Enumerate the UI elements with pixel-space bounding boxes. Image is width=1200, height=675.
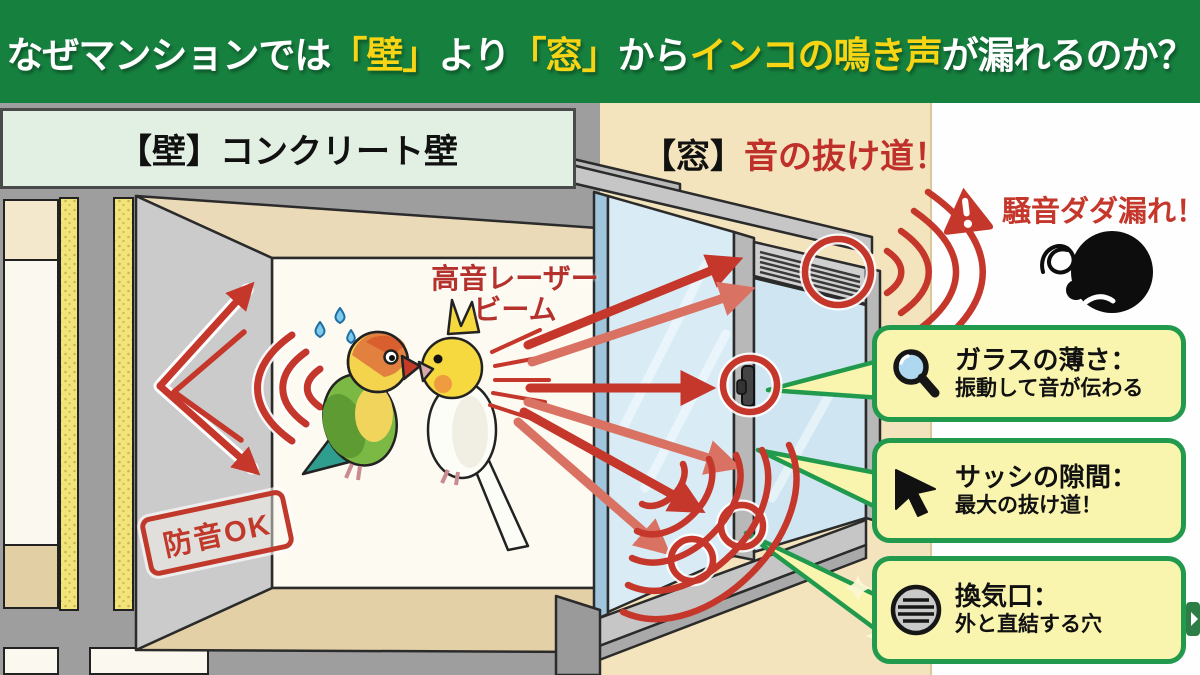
- callout-air-vent: 換気口： 外と直結する穴: [872, 556, 1186, 664]
- wall-label-text: コンクリート壁: [220, 133, 458, 171]
- magnifier-icon: [893, 348, 940, 397]
- window-label-text: 音の抜け道！: [744, 138, 948, 176]
- sound-wave-arcs-left: [251, 329, 326, 447]
- title-segment: より: [438, 34, 510, 76]
- vent-icon: [890, 584, 942, 636]
- callout-title: サッシの隙間：: [955, 461, 1138, 492]
- laser-beam-label-line1: 高音レーザー: [431, 263, 599, 294]
- concrete-wall-cross-section: [3, 197, 209, 675]
- bounce-arrows: [153, 281, 261, 476]
- callout-desc: 振動して音が伝わる: [955, 376, 1144, 400]
- annoyance-scribble: [1040, 244, 1076, 275]
- scene-artwork: [0, 103, 1200, 675]
- title-segment: から: [617, 34, 691, 76]
- watermark-sound-icon: [1186, 602, 1200, 636]
- window-section-label: 【窓】 音の抜け道！: [642, 129, 948, 178]
- window-label-bracket: 【窓】: [642, 138, 744, 176]
- cockatiel-illustration: [417, 298, 530, 552]
- title-segment-highlight: インコの鳴き声: [689, 34, 943, 76]
- sound-wave-arcs-bottom: [619, 441, 800, 623]
- sash-lock: [736, 365, 755, 407]
- wall-section-label: 【壁】 コンクリート壁: [0, 108, 576, 189]
- callout-desc: 最大の抜け道！: [955, 493, 1102, 517]
- laser-beam-label: 高音レーザー ビーム: [420, 263, 610, 326]
- noise-warning: 騒音ダダ漏れ！: [938, 183, 1200, 235]
- callout-desc: 外と直結する穴: [955, 613, 1102, 637]
- callout-sash-gap: サッシの隙間： 最大の抜け道！: [872, 438, 1186, 543]
- cursor-icon: [895, 468, 936, 517]
- callout-title: ガラスの薄さ：: [955, 344, 1137, 375]
- laser-beam-label-line2: ビーム: [473, 294, 557, 326]
- wall-label-bracket: 【壁】: [118, 133, 220, 171]
- title-segment-highlight: 「壁」: [330, 34, 439, 76]
- sweat-drops: [314, 307, 356, 344]
- title-segment: なぜマンションでは: [6, 34, 331, 76]
- warning-triangle-icon: [943, 187, 994, 235]
- noise-warning-text: 騒音ダダ漏れ！: [1002, 196, 1200, 228]
- lovebird-illustration: [301, 307, 422, 481]
- laser-beam-arrows: [488, 254, 756, 556]
- title-banner: なぜマンションでは「壁」より「窓」からインコの鳴き声が漏れるのか？: [0, 0, 1200, 103]
- callout-glass-thinness: ガラスの薄さ： 振動して音が伝わる: [872, 325, 1186, 422]
- callout-title: 換気口：: [955, 581, 1060, 612]
- title-segment: が漏れるのか？: [941, 34, 1195, 76]
- title-segment-highlight: 「窓」: [509, 34, 619, 76]
- diagram-scene: 【壁】 コンクリート壁 【窓】 音の抜け道！ 高音レーザー ビーム 防音OK 騒…: [0, 103, 1200, 675]
- callout-pointer-tails: [743, 357, 885, 637]
